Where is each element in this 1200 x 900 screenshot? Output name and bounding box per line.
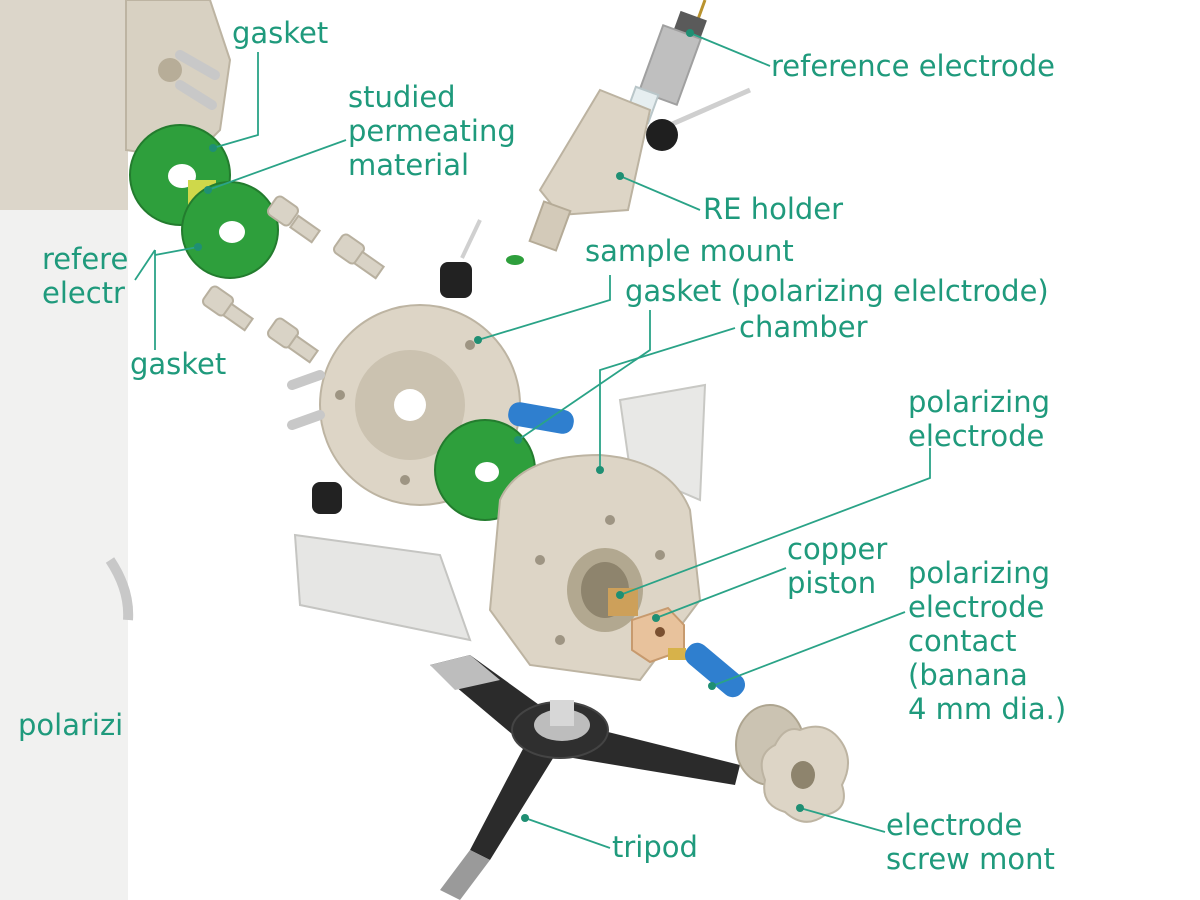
sample-inside-chamber	[608, 588, 638, 616]
gasket-bottom-shape	[181, 181, 279, 279]
banana-connector-bottom	[684, 642, 746, 698]
label-polarizing-electrode: polarizing electrode	[908, 385, 1051, 453]
re-holder-shape	[528, 87, 752, 252]
left-inset-view	[0, 0, 134, 900]
label-gasket-top: gasket	[232, 16, 329, 50]
label-studied-permeating-material: studied permeating material	[348, 80, 516, 182]
label-copper-piston: copper piston	[787, 532, 888, 600]
banana-connector-top	[508, 402, 574, 434]
label-tripod: tripod	[612, 830, 698, 864]
top-left-partial-body	[125, 0, 232, 162]
label-electrode-screw-mount: electrode screw mont	[886, 808, 1055, 876]
screw-mount-shape	[735, 704, 849, 823]
label-polarizing-partial: polarizi	[18, 708, 124, 742]
label-reference-partial: refere electr	[42, 242, 129, 310]
label-re-holder: RE holder	[703, 192, 844, 226]
label-chamber: chamber	[739, 310, 868, 344]
label-reference-electrode: reference electrode	[771, 49, 1056, 83]
tripod-shape	[430, 655, 740, 900]
o-ring	[506, 255, 524, 265]
leader-lines	[134, 32, 931, 849]
copper-piston-shape	[631, 606, 686, 664]
label-polarizing-electrode-contact: polarizing electrode contact (banana 4 m…	[908, 556, 1067, 726]
bolts	[202, 195, 386, 364]
label-gasket-polarizing: gasket (polarizing elelctrode)	[625, 274, 1049, 308]
leader-dots	[194, 29, 804, 822]
label-gasket-bottom: gasket	[130, 347, 227, 381]
label-sample-mount: sample mount	[585, 234, 794, 268]
